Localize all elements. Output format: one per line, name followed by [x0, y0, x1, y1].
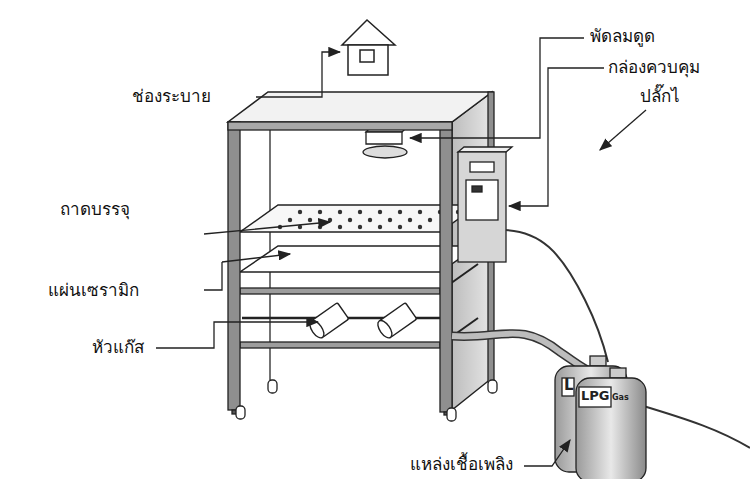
part-label: แผ่นเซรามิก — [48, 280, 139, 300]
control-box — [458, 147, 512, 262]
part-label: กล่องควบคุม — [608, 57, 700, 77]
exhaust-vent — [342, 20, 395, 75]
part-label: ถาดบรรจุ — [60, 199, 130, 219]
cylinder-marking: L — [564, 378, 574, 393]
back-frame — [269, 92, 271, 380]
cylinder-marking: Gas — [612, 394, 629, 402]
part-label: แหล่งเชื้อเพลิง — [410, 454, 513, 474]
cylinder-marking: LPG — [581, 389, 609, 402]
leader-line — [156, 38, 646, 466]
front-posts — [228, 92, 494, 412]
part-label: พัดลมดูด — [590, 26, 655, 46]
part-label: หัวแก๊ส — [92, 337, 144, 357]
lpg-cylinder — [555, 356, 646, 479]
caster-wheel — [232, 380, 497, 421]
part-label: ปลั๊กไ — [640, 86, 680, 106]
part-label: ช่องระบาย — [132, 86, 211, 106]
